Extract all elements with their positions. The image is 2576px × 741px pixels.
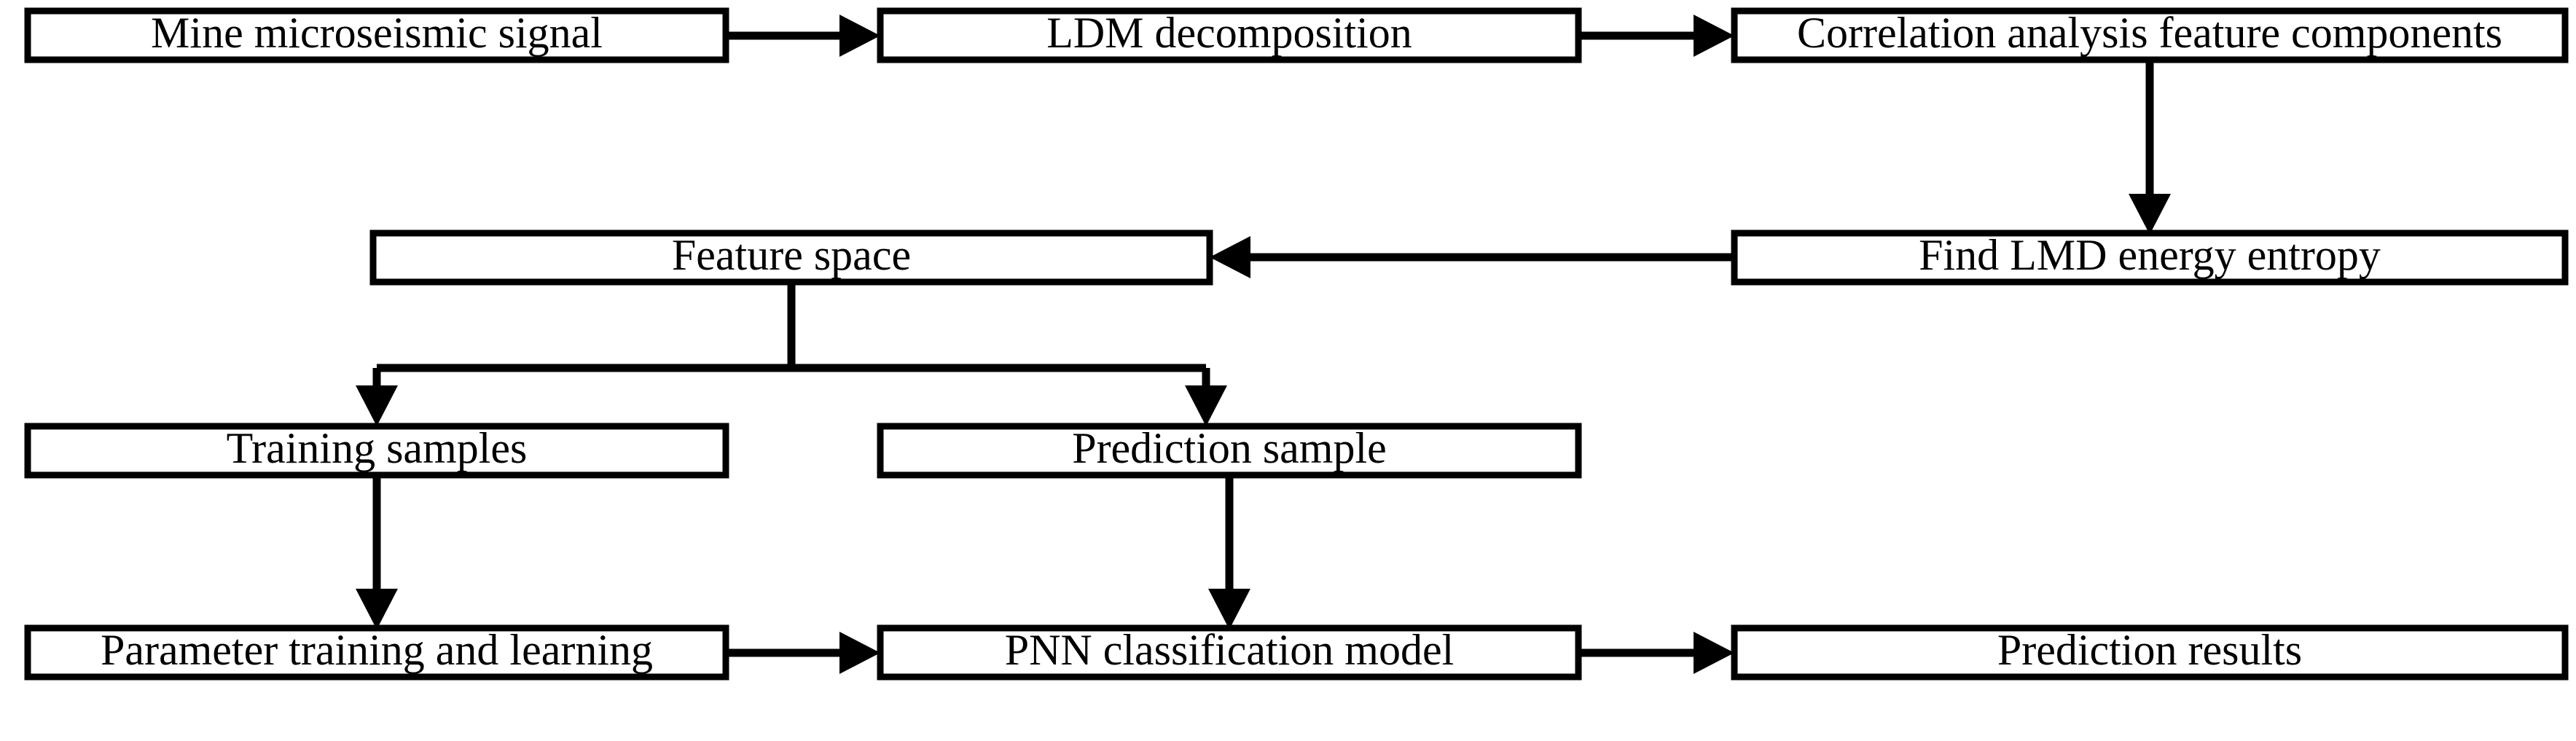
node-box — [1731, 624, 2569, 681]
arrow-head-down-right — [1185, 385, 1227, 426]
node-box — [877, 423, 1582, 479]
node-training-samples[interactable]: Training samples — [24, 423, 729, 479]
node-box — [1731, 230, 2569, 286]
arrow-head-down — [2129, 194, 2171, 235]
node-mine-microseismic-signal[interactable]: Mine microseismic signal — [24, 7, 729, 63]
edge-training-to-parameter — [356, 475, 398, 630]
arrow-head-down — [1208, 589, 1250, 630]
node-label: PNN classification model — [1005, 626, 1455, 674]
arrow-head-right — [1694, 632, 1734, 674]
edge-ldm-to-correlation — [1578, 15, 1734, 57]
node-parameter-training-and-learning[interactable]: Parameter training and learning — [24, 624, 729, 681]
node-box — [1731, 7, 2569, 63]
node-find-lmd-energy-entropy[interactable]: Find LMD energy entropy — [1731, 230, 2569, 286]
arrow-head-right — [839, 15, 880, 57]
node-label: Feature space — [672, 231, 911, 279]
edge-correlation-to-entropy — [2129, 60, 2171, 235]
node-label: Parameter training and learning — [101, 626, 653, 674]
node-label: Prediction sample — [1072, 424, 1387, 472]
node-feature-space[interactable]: Feature space — [369, 230, 1213, 286]
node-box — [877, 624, 1582, 681]
arrow-head-right — [1694, 15, 1734, 57]
node-box — [24, 624, 729, 681]
arrow-head-right — [839, 632, 880, 674]
edge-entropy-to-feature-space — [1210, 236, 1734, 278]
edge-signal-to-ldm — [726, 15, 880, 57]
arrow-head-down-left — [356, 385, 398, 426]
node-prediction-sample[interactable]: Prediction sample — [877, 423, 1582, 479]
node-box — [369, 230, 1213, 286]
arrow-head-down — [356, 589, 398, 630]
edge-prediction-sample-to-pnn — [1208, 475, 1250, 630]
edge-feature-space-split — [356, 282, 1227, 426]
node-label: Mine microseismic signal — [151, 9, 603, 57]
node-pnn-classification-model[interactable]: PNN classification model — [877, 624, 1582, 681]
node-label: Prediction results — [1997, 626, 2302, 674]
node-box — [877, 7, 1582, 63]
node-label: Find LMD energy entropy — [1919, 231, 2381, 279]
arrow-head-left — [1210, 236, 1250, 278]
node-prediction-results[interactable]: Prediction results — [1731, 624, 2569, 681]
node-correlation-analysis-feature-components[interactable]: Correlation analysis feature components — [1731, 7, 2569, 63]
node-label: LDM decomposition — [1046, 9, 1412, 57]
edge-pnn-to-results — [1578, 632, 1734, 674]
node-ldm-decomposition[interactable]: LDM decomposition — [877, 7, 1582, 63]
node-box — [24, 423, 729, 479]
node-box — [24, 7, 729, 63]
node-label: Training samples — [227, 424, 528, 472]
edge-parameter-to-pnn — [726, 632, 880, 674]
node-label: Correlation analysis feature components — [1797, 9, 2502, 57]
